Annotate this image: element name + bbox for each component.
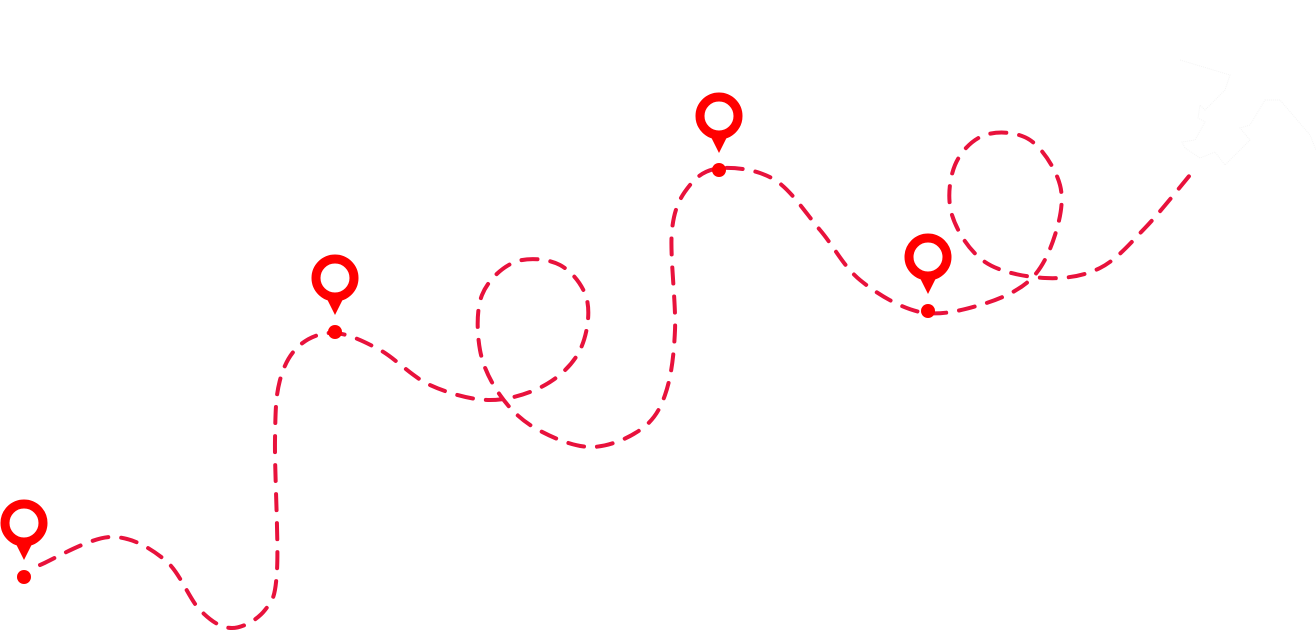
dashed-route-path [38, 130, 1192, 631]
map-pin-icon [904, 233, 952, 318]
airplane-icon [1179, 59, 1316, 166]
map-pin-icon [311, 254, 359, 339]
map-pin-icon [0, 499, 48, 584]
map-pins [0, 92, 952, 584]
map-pin-icon [695, 92, 743, 177]
